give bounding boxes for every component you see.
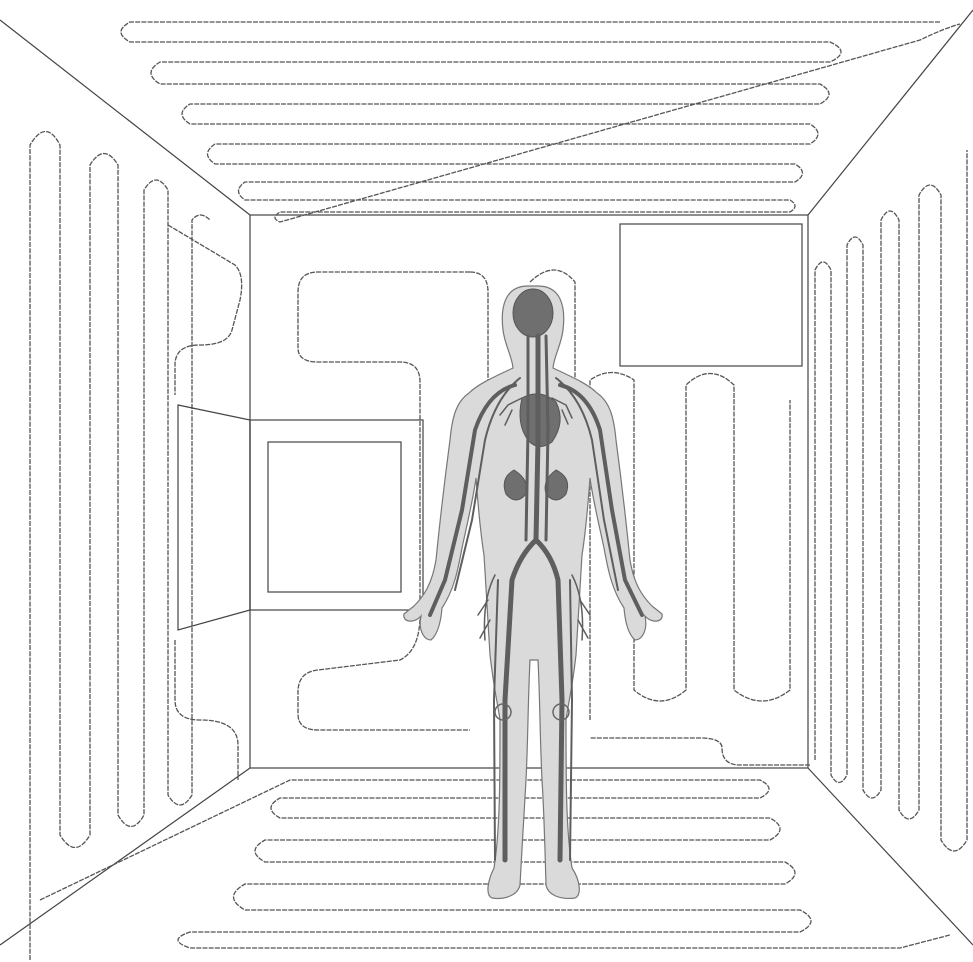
door-window xyxy=(268,442,401,592)
edge-top-left xyxy=(0,20,250,215)
doorway xyxy=(250,420,423,610)
window xyxy=(620,224,802,366)
brain xyxy=(513,289,553,337)
edge-bottom-left xyxy=(0,768,250,945)
body-silhouette xyxy=(404,286,662,898)
left-wall-coil xyxy=(30,132,242,961)
ceiling-coil xyxy=(121,22,960,222)
edge-top-right xyxy=(808,10,973,215)
door xyxy=(178,405,423,630)
human-figure xyxy=(404,286,662,898)
edge-bottom-right xyxy=(808,768,973,945)
right-wall-coil xyxy=(815,150,967,851)
door-panel xyxy=(178,405,250,630)
